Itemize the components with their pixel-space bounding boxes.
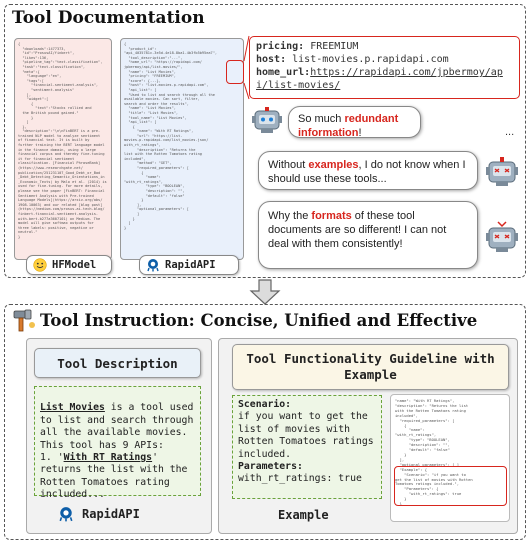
hf-badge-label: HFModel [52, 259, 97, 271]
bubble1-text-a: So much [298, 113, 345, 125]
section-title-documentation: Tool Documentation [12, 8, 205, 28]
tool-description-title: Tool Description [57, 355, 178, 371]
section-title-instruction: Tool Instruction: Concise, Unified and E… [40, 311, 478, 330]
desc-rapidapi-label: RapidAPI [58, 506, 140, 522]
bubble-examples: Without examples, I do not know when I s… [258, 151, 478, 190]
home-url-line: home_url:https://rapidapi.com/jpbermoy/a… [256, 66, 513, 92]
hf-badge: HFModel [26, 255, 112, 275]
tool-description-body: List Movies is a tool used to list and s… [34, 386, 201, 500]
bubble3-highlight: formats [311, 210, 352, 222]
robot-icon [252, 107, 282, 133]
tool-description-header: Tool Description [34, 348, 201, 378]
hugging-face-icon [33, 258, 47, 272]
example-json-text: "name": "With RT Ratings", "description"… [395, 398, 473, 507]
confused-robot-icon [486, 157, 518, 186]
hammer-icon [13, 309, 35, 332]
desc-text-b: is a tool used to list and search throug… [40, 402, 194, 464]
bubble3-text-a: Why the [268, 210, 312, 222]
down-arrow-icon [249, 279, 281, 305]
parameters-label: Parameters: [238, 461, 303, 473]
host-value: list-movies.p.rapidapi.com [286, 54, 449, 65]
rapidapi-icon [59, 507, 73, 522]
example-highlight-box [394, 466, 507, 506]
highlight-box-doc [226, 60, 244, 84]
bubble-redundant: So much redundant information! [288, 106, 421, 139]
desc-tool-name: List Movies [40, 402, 105, 414]
bubble3-text-c: of these tool documents are so different… [268, 210, 447, 250]
rapidapi-doc-panel: { "product_id": "api_4035781c-3e5d-4e18-… [120, 38, 244, 260]
bubble2-text-a: Without [268, 159, 309, 171]
host-line: host: list-movies.p.rapidapi.com [256, 53, 513, 66]
ellipsis: ... [505, 126, 515, 138]
bubble-formats: Why the formats of these tool documents … [258, 201, 478, 269]
home-url-label: home_url: [256, 67, 311, 78]
hf-doc-text: { "downloads":1477373, "id":"ProsusAI/fi… [18, 42, 107, 239]
pricing-line: pricing: FREEMIUM [256, 40, 513, 53]
rapidapi-icon [147, 259, 159, 272]
host-label: host: [256, 54, 287, 65]
example-label: Example [278, 508, 329, 522]
guideline-title: Tool Functionality Guideline with Exampl… [246, 351, 495, 382]
hf-doc-panel: { "downloads":1477373, "id":"ProsusAI/fi… [14, 38, 112, 260]
pricing-value: FREEMIUM [304, 41, 359, 52]
rapidapi-badge: RapidAPI [139, 255, 239, 275]
pricing-label: pricing: [256, 41, 305, 52]
desc-rapidapi-text: RapidAPI [82, 507, 140, 521]
example-json-panel: "name": "With RT Ratings", "description"… [390, 394, 510, 522]
rapidapi-doc-text: { "product_id": "api_4035781c-3e5d-4e18-… [124, 42, 218, 230]
parameters-text: with_rt_ratings: true [238, 473, 362, 485]
scenario-box: Scenario: if you want to get the list of… [232, 395, 382, 499]
scenario-label: Scenario: [238, 399, 292, 410]
home-url-value: https://rapidapi.com/jpbermoy/api/list-m… [256, 67, 503, 91]
tool-documentation-panel [4, 4, 526, 278]
desc-text-d: ' returns the list with the Rotten Tomat… [40, 452, 194, 501]
tool-instruction-panel [4, 304, 526, 540]
guideline-header: Tool Functionality Guideline with Exampl… [232, 344, 509, 390]
rapidapi-badge-label: RapidAPI [165, 259, 216, 271]
zoomed-info-box: pricing: FREEMIUM host: list-movies.p.ra… [249, 36, 520, 99]
bubble2-text-c: , I do not know when I should use these … [268, 159, 466, 185]
bubble1-highlight: redundant information [298, 113, 399, 139]
bubble1-text-c: ! [358, 127, 362, 139]
bubble2-highlight: examples [308, 159, 359, 171]
frustrated-robot-icon [486, 221, 518, 252]
scenario-text: if you want to get the list of movies wi… [238, 411, 374, 460]
desc-api-name: With RT Ratings [63, 452, 153, 464]
